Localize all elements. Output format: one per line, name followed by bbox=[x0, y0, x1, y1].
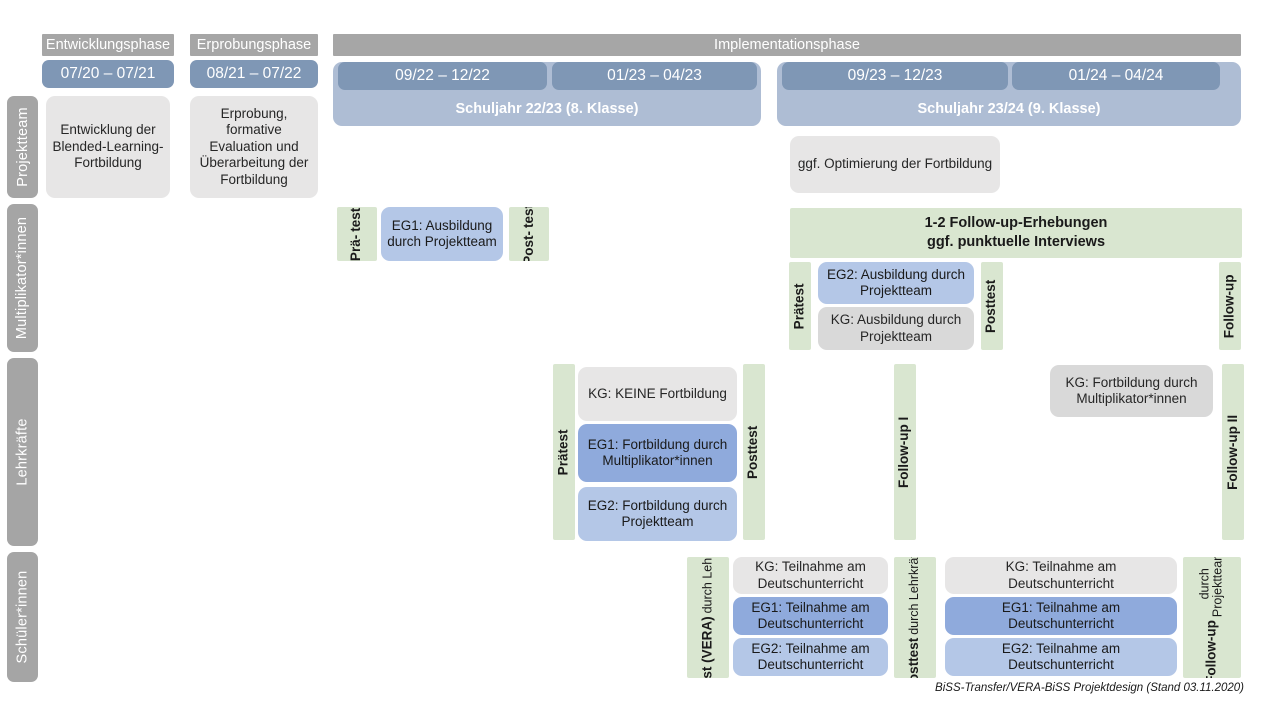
row-label-lehrkraefte: Lehrkräfte bbox=[7, 358, 38, 546]
projektteam-box-erprobung: Erprobung, formative Evaluation und Über… bbox=[190, 96, 318, 198]
row-label-text: Projektteam bbox=[14, 107, 31, 187]
period-01-23-04-23: 01/23 – 04/23 bbox=[552, 62, 757, 90]
phase-entwicklungsphase: Entwicklungsphase bbox=[42, 34, 174, 56]
box-label: KG: Fortbildung durch Multiplikator*inne… bbox=[1065, 374, 1198, 406]
footer-text: BiSS-Transfer/VERA-BiSS Projektdesign (S… bbox=[935, 682, 1244, 694]
box-label: EG2: Teilnahme am Deutschunterricht bbox=[751, 640, 870, 672]
box-label: Erprobung, formative Evaluation und Über… bbox=[199, 105, 309, 187]
followup-normal-line2: Projektteam bbox=[1211, 557, 1225, 618]
row-label-projektteam: Projektteam bbox=[7, 96, 38, 198]
period-label: 08/21 – 07/22 bbox=[206, 65, 302, 82]
row-label-text: Lehrkräfte bbox=[14, 418, 31, 486]
posttest-label: Posttest bbox=[745, 425, 761, 479]
praetest-strong: Prätest (VERA) bbox=[699, 616, 715, 679]
posttest-line2: test bbox=[520, 207, 536, 228]
praetest-label: Prätest bbox=[555, 429, 571, 475]
praetest-normal: durch Lehrkräfte bbox=[700, 557, 715, 614]
phase-label: Implementationsphase bbox=[714, 37, 860, 53]
schueler-kg-teilnahme-right: KG: Teilnahme am Deutschunterricht bbox=[945, 557, 1177, 594]
followup-label: Follow-up bbox=[1221, 274, 1237, 338]
multiplikatoren-praetest-2: Prätest bbox=[789, 262, 811, 350]
multiplikatoren-followup-banner: 1-2 Follow-up-Erhebungen ggf. punktuelle… bbox=[790, 208, 1242, 258]
lehrkraefte-followup-1: Follow-up I bbox=[894, 364, 916, 540]
box-label: ggf. Optimierung der Fortbildung bbox=[797, 156, 993, 172]
box-label: KG: KEINE Fortbildung bbox=[588, 385, 727, 401]
schueler-followup: Follow-up durch Projektteam bbox=[1183, 557, 1241, 678]
lehrkraefte-eg2-fortbildung: EG2: Fortbildung durch Projektteam bbox=[578, 487, 737, 541]
school-year-label: Schuljahr 22/23 (8. Klasse) bbox=[455, 101, 639, 117]
period-label: 09/22 – 12/22 bbox=[395, 67, 490, 84]
multiplikatoren-eg1-ausbildung: EG1: Ausbildung durch Projektteam bbox=[381, 207, 503, 261]
multiplikatoren-posttest-1: Post- test bbox=[509, 207, 549, 261]
followup-strong: Follow-up bbox=[1203, 620, 1219, 678]
box-label: EG2: Fortbildung durch Projektteam bbox=[587, 497, 728, 529]
box-label: KG: Teilnahme am Deutschunterricht bbox=[755, 559, 866, 591]
phase-label: Entwicklungsphase bbox=[45, 37, 171, 53]
schueler-posttest: Posttest durch Lehrkräfte bbox=[894, 557, 936, 678]
row-label-text: Schüler*innen bbox=[14, 570, 31, 664]
box-label: EG1: Teilnahme am Deutschunterricht bbox=[1001, 599, 1121, 631]
posttest-label: Posttest bbox=[983, 279, 999, 333]
row-label-schuelerinnen: Schüler*innen bbox=[7, 552, 38, 682]
projektteam-box-entwicklung: Entwicklung der Blended-Learning-Fortbil… bbox=[46, 96, 170, 198]
schueler-eg2-teilnahme-left: EG2: Teilnahme am Deutschunterricht bbox=[733, 638, 888, 676]
period-label: 01/24 – 04/24 bbox=[1068, 67, 1164, 84]
lehrkraefte-kg-fortbildung-multiplikatoren: KG: Fortbildung durch Multiplikator*inne… bbox=[1050, 365, 1213, 417]
lehrkraefte-eg1-fortbildung: EG1: Fortbildung durch Multiplikator*inn… bbox=[578, 424, 737, 482]
praetest-line2: test bbox=[348, 207, 364, 232]
period-09-22-12-22: 09/22 – 12/22 bbox=[338, 62, 547, 90]
multiplikatoren-followup-strip: Follow-up bbox=[1219, 262, 1241, 350]
schueler-praetest-vera: Prätest (VERA) durch Lehrkräfte bbox=[687, 557, 729, 678]
box-label: EG1: Teilnahme am Deutschunterricht bbox=[751, 599, 870, 631]
projektteam-box-optimierung: ggf. Optimierung der Fortbildung bbox=[790, 136, 1000, 193]
diagram-footer-note: BiSS-Transfer/VERA-BiSS Projektdesign (S… bbox=[840, 682, 1244, 698]
box-label: KG: Teilnahme am Deutschunterricht bbox=[1005, 559, 1117, 591]
posttest-normal: durch Lehrkräfte bbox=[907, 557, 922, 635]
row-label-multiplikatorinnen: Multiplikator*innen bbox=[7, 204, 38, 352]
lehrkraefte-posttest: Posttest bbox=[743, 364, 765, 540]
followup-banner-line1: 1-2 Follow-up-Erhebungen bbox=[924, 215, 1108, 232]
period-09-23-12-23: 09/23 – 12/23 bbox=[782, 62, 1008, 90]
period-01-24-04-24: 01/24 – 04/24 bbox=[1012, 62, 1220, 90]
period-label: 01/23 – 04/23 bbox=[607, 67, 702, 84]
box-label: KG: Ausbildung durch Projektteam bbox=[830, 312, 962, 344]
period-label: 07/20 – 07/21 bbox=[60, 65, 156, 82]
followup-2-label: Follow-up II bbox=[1224, 414, 1240, 490]
box-label: Entwicklung der Blended-Learning-Fortbil… bbox=[52, 122, 164, 171]
posttest-line1: Post- bbox=[520, 230, 536, 261]
period-07-20-07-21: 07/20 – 07/21 bbox=[42, 60, 174, 88]
box-label: EG2: Ausbildung durch Projektteam bbox=[826, 266, 966, 298]
period-08-21-07-22: 08/21 – 07/22 bbox=[190, 60, 318, 88]
followup-1-label: Follow-up I bbox=[896, 416, 912, 488]
lehrkraefte-kg-keine-fortbildung: KG: KEINE Fortbildung bbox=[578, 367, 737, 421]
row-label-text: Multiplikator*innen bbox=[14, 216, 31, 340]
schueler-eg1-teilnahme-right: EG1: Teilnahme am Deutschunterricht bbox=[945, 597, 1177, 635]
box-label: EG1: Ausbildung durch Projektteam bbox=[387, 217, 497, 249]
lehrkraefte-praetest: Prätest bbox=[553, 364, 575, 540]
school-year-label: Schuljahr 23/24 (9. Klasse) bbox=[917, 101, 1101, 117]
schueler-eg2-teilnahme-right: EG2: Teilnahme am Deutschunterricht bbox=[945, 638, 1177, 676]
praetest-label: Prätest bbox=[791, 283, 807, 329]
multiplikatoren-eg2-ausbildung: EG2: Ausbildung durch Projektteam bbox=[818, 262, 974, 304]
followup-banner-line2: ggf. punktuelle Interviews bbox=[926, 234, 1106, 250]
lehrkraefte-followup-2: Follow-up II bbox=[1222, 364, 1244, 540]
phase-label: Erprobungsphase bbox=[196, 37, 312, 53]
schueler-eg1-teilnahme-left: EG1: Teilnahme am Deutschunterricht bbox=[733, 597, 888, 635]
praetest-line1: Prä- bbox=[348, 234, 364, 261]
multiplikatoren-posttest-2: Posttest bbox=[981, 262, 1003, 350]
period-label: 09/23 – 12/23 bbox=[847, 67, 943, 84]
posttest-strong: Posttest bbox=[906, 637, 922, 678]
box-label: EG2: Teilnahme am Deutschunterricht bbox=[1001, 640, 1121, 672]
multiplikatoren-kg-ausbildung: KG: Ausbildung durch Projektteam bbox=[818, 307, 974, 350]
box-label: EG1: Fortbildung durch Multiplikator*inn… bbox=[587, 436, 728, 468]
phase-erprobungsphase: Erprobungsphase bbox=[190, 34, 318, 56]
phase-implementationsphase: Implementationsphase bbox=[333, 34, 1241, 56]
multiplikatoren-praetest-1: Prä- test bbox=[337, 207, 377, 261]
schueler-kg-teilnahme-left: KG: Teilnahme am Deutschunterricht bbox=[733, 557, 888, 594]
